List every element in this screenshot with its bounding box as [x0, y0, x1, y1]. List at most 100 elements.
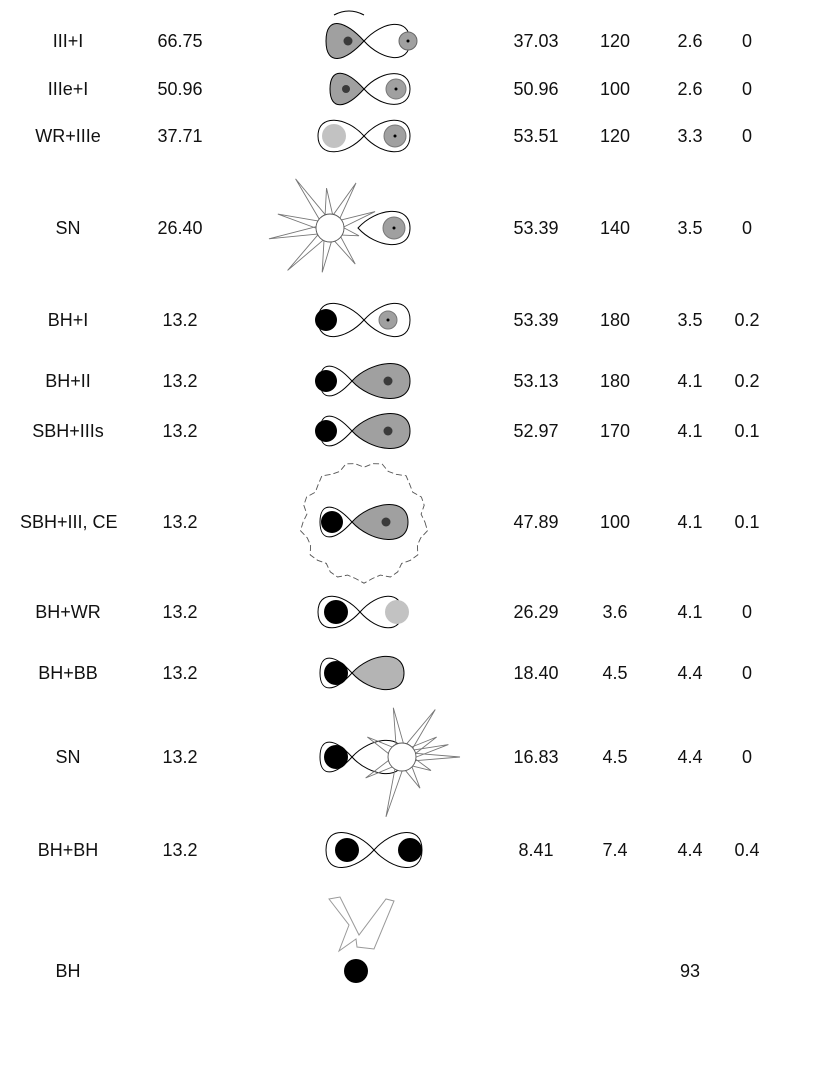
- roche-lobe: [357, 210, 411, 246]
- cell-e: 0.1: [734, 512, 760, 532]
- companion-core: [386, 318, 390, 322]
- black-hole: [321, 511, 343, 533]
- bh-lobe: [319, 741, 353, 773]
- cell-m2: 100: [599, 79, 631, 99]
- supernova-ray: [405, 766, 421, 789]
- roche-lobe: [363, 73, 411, 105]
- cell-p: 16.83: [513, 747, 559, 767]
- companion-core: [383, 426, 393, 436]
- diagram-bh-bb: [319, 655, 405, 691]
- cell-m1: 13.2: [162, 602, 198, 622]
- supernova-ray: [324, 188, 333, 215]
- cell-m1: 13.2: [162, 840, 198, 860]
- cell-mbh: 2.6: [677, 31, 703, 51]
- cell-e: 0.2: [734, 310, 760, 330]
- cell-stage: BH+BH: [37, 840, 99, 860]
- supernova-ray: [413, 744, 449, 758]
- cell-stage: WR+IIIe: [35, 126, 101, 146]
- cell-m2: 140: [599, 218, 631, 238]
- core: [343, 36, 353, 46]
- cell-m2: 180: [599, 310, 631, 330]
- companion-core: [383, 376, 393, 386]
- cell-p: 53.39: [513, 218, 559, 238]
- cell-mbh: 3.5: [677, 218, 703, 238]
- cell-p: 50.96: [513, 79, 559, 99]
- supernova-ray: [385, 768, 403, 818]
- arc-top: [333, 10, 365, 16]
- cell-e: 0: [741, 126, 752, 146]
- supernova-ray: [412, 758, 432, 771]
- supernova-ray: [295, 178, 326, 220]
- diagram-supernova-left: [268, 178, 411, 273]
- wolf-rayet-star: [385, 600, 409, 624]
- cell-stage: BH+WR: [35, 602, 101, 622]
- diagram-bh-detached: [315, 302, 411, 338]
- cell-p: 18.40: [513, 663, 559, 683]
- cell-m1: 13.2: [162, 310, 198, 330]
- cell-e: 0: [741, 747, 752, 767]
- cell-p: 47.89: [513, 512, 559, 532]
- cell-m1: 66.75: [157, 31, 203, 51]
- supernova-ray: [341, 211, 376, 228]
- cell-p: 8.41: [518, 840, 554, 860]
- cell-p: 26.29: [513, 602, 559, 622]
- black-hole: [344, 959, 368, 983]
- cell-stage: BH: [55, 961, 81, 981]
- diagram-bh-overflow: [315, 413, 411, 449]
- cell-e: 0: [741, 602, 752, 622]
- cell-m1: 13.2: [162, 663, 198, 683]
- cell-mbh: 3.3: [677, 126, 703, 146]
- diagram-bh-wr: [317, 595, 409, 629]
- roche-lobes: [317, 595, 403, 629]
- companion-star: [351, 363, 411, 399]
- roche-lobes: [317, 302, 411, 338]
- companion-core: [381, 517, 391, 527]
- supernova-ray: [334, 236, 356, 265]
- cell-stage: BH+II: [45, 371, 91, 391]
- black-hole: [315, 420, 337, 442]
- cell-mbh: 4.1: [677, 512, 703, 532]
- cell-stage: SBH+III, CE: [20, 512, 118, 532]
- cell-mbh: 4.4: [677, 663, 703, 683]
- cell-mbh: 4.1: [677, 371, 703, 391]
- core: [342, 85, 350, 93]
- bh-lobe: [319, 657, 353, 689]
- cell-mbh: 4.1: [677, 421, 703, 441]
- cell-p: 52.97: [513, 421, 559, 441]
- cell-e: 0.1: [734, 421, 760, 441]
- supernova-ray: [367, 736, 393, 754]
- cell-e: 0: [741, 218, 752, 238]
- diagram-overflow-primary: [325, 10, 418, 59]
- supernova-ray: [333, 182, 357, 219]
- roche-lobes: [325, 832, 423, 868]
- companion-core: [406, 39, 410, 43]
- cell-m2: 4.5: [602, 747, 628, 767]
- cell-m1: 13.2: [162, 747, 198, 767]
- cell-mbh: 3.5: [677, 310, 703, 330]
- cell-mbh: 4.1: [677, 602, 703, 622]
- supernova-ray: [365, 760, 393, 779]
- cell-e: 0.4: [734, 840, 760, 860]
- black-hole: [335, 838, 359, 862]
- cell-stage: III+I: [52, 31, 84, 51]
- supernova-ray: [287, 234, 324, 271]
- cell-p: 53.39: [513, 310, 559, 330]
- common-envelope: [299, 463, 429, 584]
- diagram-common-envelope: [299, 463, 429, 584]
- black-hole: [324, 600, 348, 624]
- bh-lobe: [319, 506, 353, 538]
- cell-m1: 13.2: [162, 371, 198, 391]
- cell-mbh: 4.4: [677, 840, 703, 860]
- cell-m2: 120: [599, 31, 631, 51]
- black-hole: [315, 370, 337, 392]
- cell-m2: 100: [599, 512, 631, 532]
- cell-m2: 180: [599, 371, 631, 391]
- cell-m1: 13.2: [162, 512, 198, 532]
- companion-star: [351, 504, 409, 540]
- companion-core: [392, 226, 396, 230]
- cell-stage: IIIe+I: [47, 79, 89, 99]
- cell-stage: SBH+IIIs: [32, 421, 104, 441]
- supernova-ray: [415, 752, 461, 762]
- cell-mbh: 2.6: [677, 79, 703, 99]
